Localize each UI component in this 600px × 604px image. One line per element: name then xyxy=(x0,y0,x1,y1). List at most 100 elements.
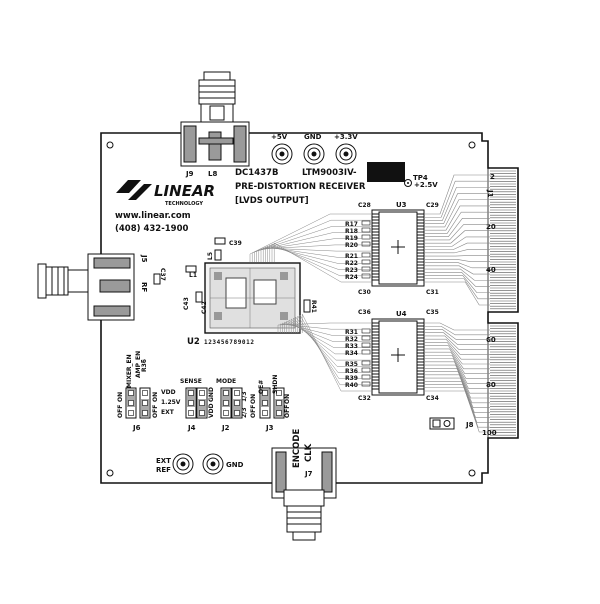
j2-gnd: GND xyxy=(208,387,215,402)
j7-label: J7 xyxy=(304,470,313,478)
j1-pin: 20 xyxy=(486,223,496,231)
j1-pin: 100 xyxy=(482,429,497,437)
c31-label: C31 xyxy=(426,289,439,296)
j9-label: J9 xyxy=(185,170,194,178)
j6-on-right: ON xyxy=(152,392,159,402)
j4-sense: SENSE xyxy=(180,378,202,385)
j2-1-3: 1/3 xyxy=(241,391,248,402)
device-prefix: LTM9003IV- xyxy=(302,168,357,178)
j4-ext: EXT xyxy=(161,409,175,416)
j8-label: J8 xyxy=(465,421,474,429)
gnd2-label: GND xyxy=(226,461,244,469)
res-label: R17 xyxy=(345,221,358,228)
j4-125v: 1.25V xyxy=(161,399,181,406)
encode-label: ENCODE xyxy=(292,429,302,468)
res-label: R34 xyxy=(345,350,358,357)
u2-module xyxy=(204,262,301,334)
rf-label: RF xyxy=(140,282,148,292)
logo-wordmark: LINEAR xyxy=(154,182,215,200)
j5-sma-connector xyxy=(37,253,135,321)
j3-oe: OE# xyxy=(258,380,265,394)
phone: (408) 432-1900 xyxy=(115,224,188,234)
j2-mode: MODE xyxy=(216,378,236,385)
ext-ref-label-2: REF xyxy=(156,466,171,474)
res-label: R33 xyxy=(345,343,358,350)
c43-label: C43 xyxy=(183,297,190,310)
linear-logo: LINEAR TECHNOLOGY xyxy=(116,180,215,207)
r41-label: R41 xyxy=(310,300,317,313)
res-label: R23 xyxy=(345,267,358,274)
j6-off: OFF xyxy=(117,405,124,418)
ext-ref-label-1: EXT xyxy=(156,457,171,465)
ic-pins xyxy=(361,213,424,390)
j3-on: ON xyxy=(250,394,257,404)
website: www.linear.com xyxy=(115,211,191,221)
res-label: R32 xyxy=(345,336,358,343)
c36-label: C36 xyxy=(358,309,371,316)
l8-label: L8 xyxy=(208,170,217,178)
mounting-hole xyxy=(468,141,476,149)
c30-label: C30 xyxy=(358,289,371,296)
j1-pin: 40 xyxy=(486,266,496,274)
j9-sma-connector xyxy=(180,71,250,167)
res-label: R36 xyxy=(345,368,358,375)
j6-label: J6 xyxy=(132,424,141,432)
plus5v-label: +5V xyxy=(271,133,288,141)
r36-label: R36 xyxy=(141,359,148,372)
c32-label: C32 xyxy=(358,395,371,402)
j1-pin: 80 xyxy=(486,381,496,389)
res-label: R24 xyxy=(345,274,358,281)
subtitle-line1: PRE-DISTORTION RECEIVER xyxy=(235,182,366,192)
j8-header xyxy=(429,417,455,430)
res-label: R20 xyxy=(345,242,358,249)
mounting-hole xyxy=(468,469,476,477)
signal-traces xyxy=(249,174,490,433)
l1-label: L1 xyxy=(189,272,197,279)
u4-ic xyxy=(371,318,425,396)
res-label: R21 xyxy=(345,253,358,260)
j3-off: OFF xyxy=(250,405,257,418)
gnd-label: GND xyxy=(304,133,322,141)
c42-label: C42 xyxy=(201,301,208,314)
u4-label: U4 xyxy=(396,310,407,318)
jumper-headers xyxy=(125,387,285,419)
res-label: R40 xyxy=(345,382,358,389)
j3-shdn: SHDN xyxy=(272,375,279,394)
u2-pin-numbers: 123456789012 xyxy=(204,339,255,346)
j4-vdd: VDD xyxy=(161,389,176,396)
u3-label: U3 xyxy=(396,201,407,209)
device-suffix-block xyxy=(367,162,405,182)
res-label: R39 xyxy=(345,375,358,382)
c37-label: C37 xyxy=(159,268,166,281)
res-label: R31 xyxy=(345,329,358,336)
j2-vdd: VDD xyxy=(208,403,215,418)
tp4-voltage: +2.5V xyxy=(414,181,438,189)
j3-label: J3 xyxy=(265,424,274,432)
j2-label: J2 xyxy=(221,424,230,432)
c29-label: C29 xyxy=(426,202,439,209)
j1-pin: 60 xyxy=(486,336,496,344)
mounting-hole xyxy=(106,469,114,477)
c35-label: C35 xyxy=(426,309,439,316)
j3-on-right: ON xyxy=(284,394,291,404)
plus33v-label: +3.3V xyxy=(334,133,358,141)
j6-amp-en: AMP_EN xyxy=(135,351,142,378)
c28-label: C28 xyxy=(358,202,371,209)
j2-2-3: 2/3 xyxy=(241,407,248,418)
logo-subtext: TECHNOLOGY xyxy=(165,201,203,207)
j7-sma-connector xyxy=(271,447,337,541)
mounting-hole xyxy=(106,141,114,149)
l5-label: L5 xyxy=(207,252,214,260)
j3-off-right: OFF xyxy=(284,405,291,418)
part-number: DC1437B xyxy=(235,168,278,178)
j4-label: J4 xyxy=(187,424,196,432)
power-turrets xyxy=(172,143,357,475)
clk-label: CLK xyxy=(304,443,314,462)
j5-label: J5 xyxy=(140,254,148,263)
j1-edge-fingers xyxy=(490,170,516,436)
u2-label: U2 xyxy=(187,337,200,347)
res-label: R18 xyxy=(345,228,358,235)
j6-mixer-en: MIXER_EN xyxy=(126,354,133,388)
